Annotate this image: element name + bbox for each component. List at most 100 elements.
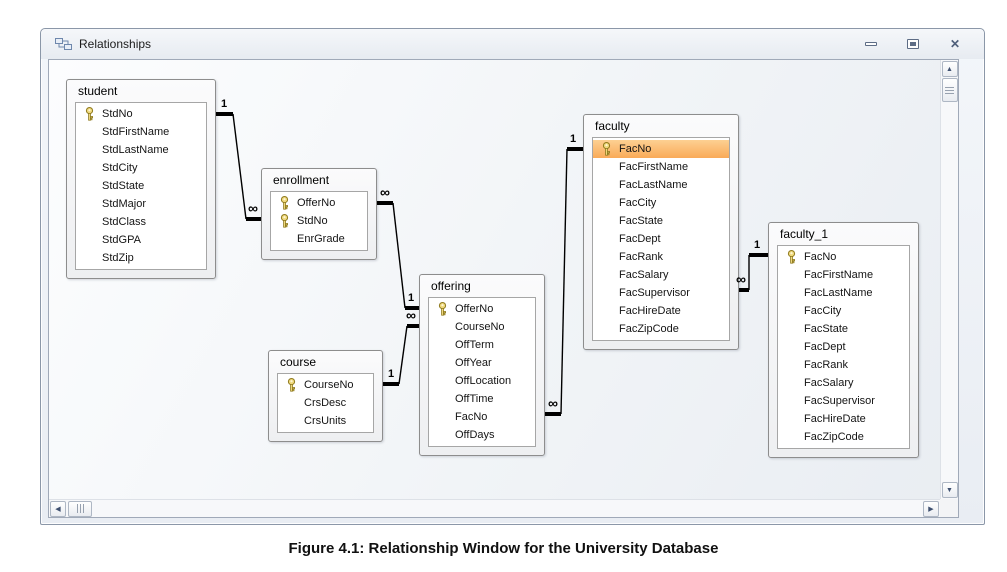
field-row-StdLastName[interactable]: StdLastName: [76, 141, 206, 159]
field-row-StdFirstName[interactable]: StdFirstName: [76, 123, 206, 141]
scroll-up-button[interactable]: ▲: [941, 61, 958, 77]
field-name: FacHireDate: [804, 413, 866, 425]
field-row-EnrGrade[interactable]: EnrGrade: [271, 230, 367, 248]
field-row-FacCity[interactable]: FacCity: [593, 194, 729, 212]
field-row-StdMajor[interactable]: StdMajor: [76, 195, 206, 213]
field-row-CourseNo[interactable]: CourseNo: [429, 318, 535, 336]
table-title[interactable]: faculty_1: [780, 227, 829, 241]
field-row-FacLastName[interactable]: FacLastName: [593, 176, 729, 194]
field-row-StdNo[interactable]: StdNo: [271, 212, 367, 230]
field-row-FacZipCode[interactable]: FacZipCode: [778, 428, 909, 446]
scroll-left-button[interactable]: ◀: [50, 500, 66, 517]
vertical-scroll-thumb[interactable]: [941, 78, 958, 102]
field-name: FacSupervisor: [804, 395, 875, 407]
field-row-StdState[interactable]: StdState: [76, 177, 206, 195]
field-name: FacDept: [804, 341, 846, 353]
table-title[interactable]: offering: [431, 279, 471, 293]
field-row-FacHireDate[interactable]: FacHireDate: [593, 302, 729, 320]
field-name: StdZip: [102, 252, 134, 264]
primary-key-icon: [278, 378, 304, 392]
field-row-FacFirstName[interactable]: FacFirstName: [593, 158, 729, 176]
field-row-FacHireDate[interactable]: FacHireDate: [778, 410, 909, 428]
window-title: Relationships: [79, 37, 152, 51]
field-row-FacLastName[interactable]: FacLastName: [778, 284, 909, 302]
primary-key-icon: [429, 302, 455, 316]
table-title[interactable]: course: [280, 355, 317, 369]
table-title[interactable]: enrollment: [273, 173, 330, 187]
field-row-FacZipCode[interactable]: FacZipCode: [593, 320, 729, 338]
field-row-FacRank[interactable]: FacRank: [593, 248, 729, 266]
field-row-FacNo[interactable]: FacNo: [778, 248, 909, 266]
field-row-FacRank[interactable]: FacRank: [778, 356, 909, 374]
scroll-down-button[interactable]: ▼: [941, 482, 958, 498]
field-row-CourseNo[interactable]: CourseNo: [278, 376, 373, 394]
field-row-CrsUnits[interactable]: CrsUnits: [278, 412, 373, 430]
field-row-StdCity[interactable]: StdCity: [76, 159, 206, 177]
field-name: FacLastName: [804, 287, 873, 299]
field-name: CrsUnits: [304, 415, 347, 427]
table-title[interactable]: student: [78, 84, 118, 98]
field-row-StdZip[interactable]: StdZip: [76, 249, 206, 267]
table-title[interactable]: faculty: [595, 119, 630, 133]
field-row-FacState[interactable]: FacState: [778, 320, 909, 338]
field-name: FacDept: [619, 233, 661, 245]
field-row-OfferNo[interactable]: OfferNo: [429, 300, 535, 318]
field-row-OfferNo[interactable]: OfferNo: [271, 194, 367, 212]
horizontal-scrollbar[interactable]: ◀ ▶: [49, 499, 940, 517]
field-name: EnrGrade: [297, 233, 345, 245]
field-row-OffTime[interactable]: OffTime: [429, 390, 535, 408]
field-name: FacState: [619, 215, 664, 227]
field-row-StdGPA[interactable]: StdGPA: [76, 231, 206, 249]
field-row-FacState[interactable]: FacState: [593, 212, 729, 230]
thumb-grip-icon: [76, 504, 84, 513]
scroll-right-icon: ▶: [928, 505, 934, 513]
field-name: FacFirstName: [804, 269, 874, 281]
field-row-FacSalary[interactable]: FacSalary: [593, 266, 729, 284]
field-row-FacDept[interactable]: FacDept: [778, 338, 909, 356]
field-name: StdClass: [102, 216, 147, 228]
window-titlebar[interactable]: Relationships ✕: [41, 29, 984, 59]
field-row-FacNo[interactable]: FacNo: [429, 408, 535, 426]
restore-button[interactable]: [900, 35, 926, 53]
field-row-FacSupervisor[interactable]: FacSupervisor: [593, 284, 729, 302]
horizontal-scroll-thumb[interactable]: [68, 500, 92, 517]
field-name: StdNo: [297, 215, 328, 227]
field-name: FacNo: [619, 143, 652, 155]
field-name: CourseNo: [304, 379, 354, 391]
field-row-FacCity[interactable]: FacCity: [778, 302, 909, 320]
field-row-OffYear[interactable]: OffYear: [429, 354, 535, 372]
field-row-CrsDesc[interactable]: CrsDesc: [278, 394, 373, 412]
field-row-FacDept[interactable]: FacDept: [593, 230, 729, 248]
field-row-OffDays[interactable]: OffDays: [429, 426, 535, 444]
vertical-scrollbar[interactable]: ▲ ▼: [940, 60, 958, 499]
primary-key-icon: [778, 250, 804, 264]
minimize-button[interactable]: [858, 35, 884, 53]
field-row-StdClass[interactable]: StdClass: [76, 213, 206, 231]
field-row-OffLocation[interactable]: OffLocation: [429, 372, 535, 390]
scroll-right-button[interactable]: ▶: [923, 500, 939, 517]
field-row-FacFirstName[interactable]: FacFirstName: [778, 266, 909, 284]
field-row-FacNo[interactable]: FacNo: [593, 140, 729, 158]
field-row-FacSalary[interactable]: FacSalary: [778, 374, 909, 392]
field-row-StdNo[interactable]: StdNo: [76, 105, 206, 123]
field-row-OffTerm[interactable]: OffTerm: [429, 336, 535, 354]
primary-key-icon: [271, 196, 297, 210]
field-row-FacSupervisor[interactable]: FacSupervisor: [778, 392, 909, 410]
primary-key-icon: [76, 107, 102, 121]
scroll-left-icon: ◀: [55, 505, 61, 513]
thumb-grip-icon: [945, 86, 954, 94]
close-button[interactable]: ✕: [942, 35, 968, 53]
field-name: FacSalary: [804, 377, 854, 389]
